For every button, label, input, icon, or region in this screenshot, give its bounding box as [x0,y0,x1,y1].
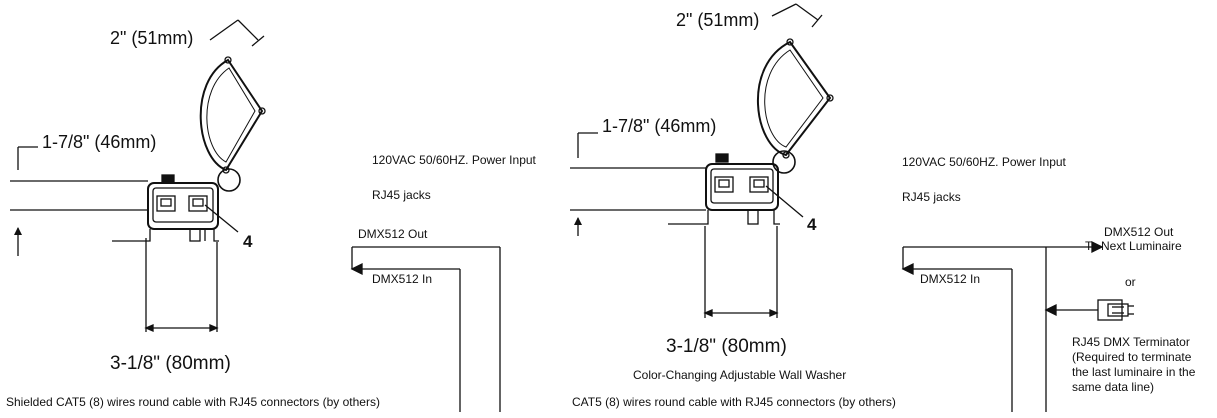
left-top-dimension: 2" (51mm) [110,28,194,48]
right-side-dimension: 1-7/8" (46mm) [602,116,717,136]
right-fixture [570,3,1134,412]
right-power-input-label: 120VAC 50/60HZ. Power Input [902,155,1066,169]
right-width-dimension: 3-1/8" (80mm) [666,336,787,357]
terminator-note-line2: the last luminaire in the [1072,365,1196,379]
left-side-dimension: 1-7/8" (46mm) [42,132,157,152]
left-fixture [10,19,501,412]
left-callout-number: 4 [243,232,253,251]
right-callout-number: 4 [807,215,817,234]
or-label: or [1125,275,1136,289]
right-top-dimension: 2" (51mm) [676,10,760,30]
right-dmx-in-label: DMX512 In [920,272,981,286]
right-dmx-out-label: DMX512 Out [1104,225,1174,239]
left-power-input-label: 120VAC 50/60HZ. Power Input [372,153,536,167]
terminator-title: RJ45 DMX Terminator [1072,335,1190,349]
terminator-note-line3: same data line) [1072,380,1155,394]
left-dmx-in-label: DMX512 In [372,272,433,286]
left-width-dimension: 3-1/8" (80mm) [110,353,231,374]
terminator-note-line1: (Required to terminate [1072,350,1192,364]
left-cable-label: Shielded CAT5 (8) wires round cable with… [6,395,380,409]
left-rj45-label: RJ45 jacks [372,188,431,202]
right-next-luminaire-label: To Next Luminaire [1085,239,1182,253]
product-name: Color-Changing Adjustable Wall Washer [633,368,847,382]
right-rj45-label: RJ45 jacks [902,190,961,204]
left-dmx-out-label: DMX512 Out [358,227,428,241]
right-cable-label: CAT5 (8) wires round cable with RJ45 con… [572,395,896,409]
